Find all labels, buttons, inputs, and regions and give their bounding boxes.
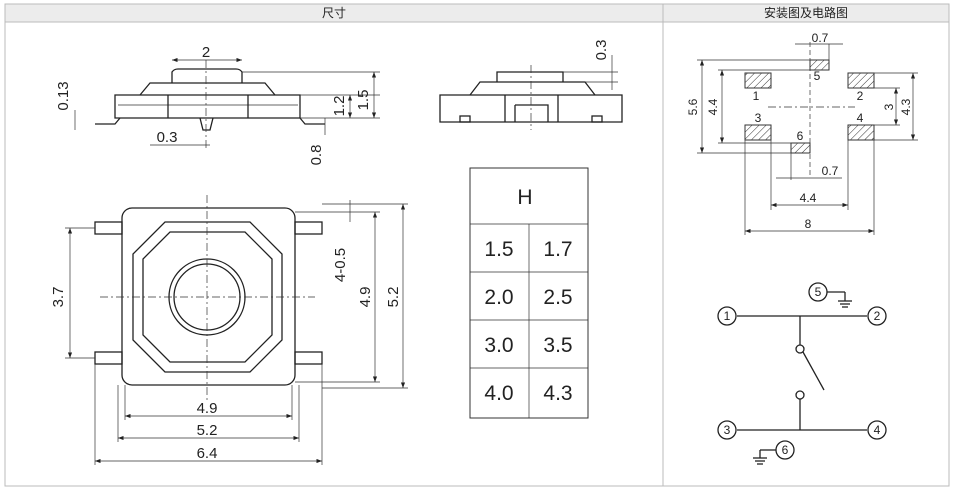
pad-1 [744, 72, 772, 89]
dim-top-outer-width: 5.2 [197, 422, 218, 439]
dim-height-right: 4.3 [899, 98, 913, 115]
terminal-2: 2 [867, 306, 887, 326]
header-dimensions: 尺寸 [322, 6, 346, 20]
circuit-diagram: 1 2 3 4 5 6 [717, 282, 887, 465]
dim-height-outer: 5.6 [686, 98, 700, 115]
dim-lead-offset: 0.3 [157, 129, 178, 146]
top-view: 3.7 4-0.5 4.9 5.2 4.9 5.2 6.4 [50, 195, 408, 465]
dim-top-body-width: 4.9 [197, 400, 218, 417]
height-table: H 1.5 1.7 2.0 2.5 3.0 3.5 4.0 4.3 [469, 167, 589, 419]
pcb-footprint: 5 1 2 3 4 6 0.7 5.6 4.4 3 4.3 0.7 4.4 8 [686, 31, 918, 235]
dim-pad-width-bottom: 0.7 [822, 164, 839, 178]
dim-lead-thickness: 0.13 [55, 81, 72, 110]
dim-total-height: 1.5 [355, 90, 372, 111]
dim-pitch-right: 3 [882, 103, 896, 110]
table-row: 1.5 1.7 [484, 238, 572, 261]
table-cell: 2.0 [484, 286, 513, 309]
dim-width-outer: 8 [805, 217, 812, 231]
dim-top-outer-height: 5.2 [385, 287, 402, 308]
dim-post: 4-0.5 [332, 248, 349, 282]
pad-label-4: 4 [857, 111, 864, 125]
terminal-1: 1 [717, 306, 737, 326]
table-cell: 2.5 [543, 286, 572, 309]
header-mounting-circuit: 安装图及电路图 [764, 5, 848, 20]
header-row: 尺寸 安装图及电路图 [4, 3, 950, 487]
svg-text:1: 1 [724, 309, 731, 323]
svg-text:2: 2 [874, 309, 881, 323]
table-row: 4.0 4.3 [484, 382, 572, 405]
dim-top-body-height: 4.9 [357, 287, 374, 308]
dim-width-inner: 4.4 [800, 191, 817, 205]
pad-label-2: 2 [857, 89, 864, 103]
terminal-3: 3 [717, 420, 737, 440]
table-cell: 3.5 [543, 334, 572, 357]
pad-label-3: 3 [755, 111, 762, 125]
svg-text:4: 4 [874, 423, 881, 437]
terminal-5: 5 [808, 282, 828, 302]
dim-button-height: 0.3 [593, 40, 610, 61]
svg-text:3: 3 [724, 423, 731, 437]
dim-button-width: 2 [202, 44, 210, 61]
pad-6 [790, 142, 811, 154]
pad-4 [847, 124, 875, 141]
pad-2 [847, 72, 875, 89]
svg-text:6: 6 [782, 443, 789, 457]
dim-height-inner: 4.4 [706, 98, 720, 115]
side-view: 2 0.13 1.2 1.5 0.3 0.8 [55, 44, 380, 165]
table-cell: 1.7 [543, 238, 572, 261]
pad-label-5: 5 [814, 69, 821, 83]
dim-top-total-width: 6.4 [197, 445, 218, 462]
table-header: H [517, 186, 532, 209]
table-cell: 1.5 [484, 238, 513, 261]
terminal-4: 4 [867, 420, 887, 440]
table-row: 2.0 2.5 [484, 286, 572, 309]
dim-pad-width-top: 0.7 [812, 31, 829, 45]
table-cell: 4.3 [543, 382, 572, 405]
table-cell: 3.0 [484, 334, 513, 357]
table-cell: 4.0 [484, 382, 513, 405]
front-view: 0.3 [439, 40, 623, 130]
svg-text:5: 5 [815, 285, 822, 299]
pad-label-6: 6 [797, 129, 804, 143]
terminal-6: 6 [775, 440, 795, 460]
dim-pin-pitch: 3.7 [50, 287, 67, 308]
dim-lead-height: 0.8 [308, 145, 325, 166]
dim-body-height: 1.2 [331, 96, 348, 117]
pad-3 [744, 124, 772, 141]
pad-label-1: 1 [753, 89, 760, 103]
pad-5 [809, 59, 830, 71]
table-row: 3.0 3.5 [484, 334, 572, 357]
